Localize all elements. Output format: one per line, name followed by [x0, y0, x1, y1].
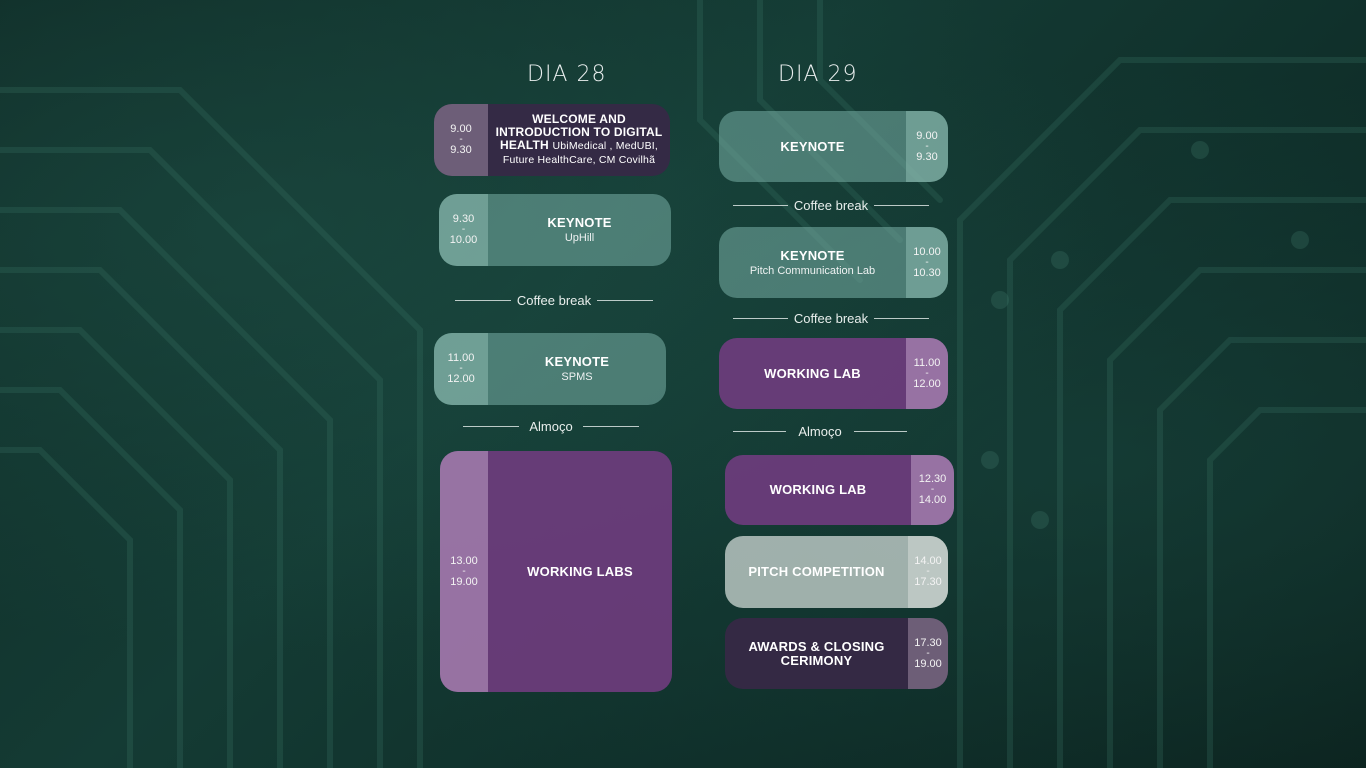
time-end: 12.00 — [447, 373, 475, 385]
divider — [733, 318, 788, 319]
time-end: 19.00 — [914, 657, 942, 670]
session-body: PITCH COMPETITION — [725, 536, 908, 608]
session-title-text: WELCOME AND INTRODUCTION TO DIGITAL HEAL… — [495, 112, 663, 152]
day-28-title: DIA 28 — [527, 62, 607, 87]
session-body: WORKING LABS — [488, 451, 672, 692]
time-start: 9.00 — [450, 123, 472, 135]
break-label: Coffee break — [793, 311, 869, 326]
time-start: 12.30 — [918, 473, 947, 485]
time-separator: - — [462, 565, 466, 577]
session-body: AWARDS & CLOSING CERIMONY — [725, 618, 908, 689]
session-time: 11.00 - 12.00 — [434, 333, 488, 405]
break-label: Coffee break — [793, 198, 869, 213]
session-title: AWARDS & CLOSING CERIMONY — [748, 638, 885, 668]
time-end: 17.30 — [914, 576, 942, 588]
divider — [597, 300, 654, 301]
divider — [733, 431, 787, 432]
session-subtitle: UbiMedical , MedUBI, Future HealthCare, … — [502, 140, 659, 166]
session-time: 9.00 - 9.30 — [434, 104, 488, 176]
session-time: 13.00 - 19.00 — [440, 451, 488, 692]
time-end: 9.30 — [450, 144, 472, 156]
session-working-lab-1[interactable]: WORKING LAB 11.00 - 12.00 — [719, 338, 948, 409]
time-start: 13.00 — [450, 554, 478, 567]
session-title: WORKING LABS — [527, 563, 633, 579]
session-keynote-pitch-lab[interactable]: KEYNOTE Pitch Communication Lab 10.00 - … — [719, 227, 948, 298]
session-title: KEYNOTE — [780, 138, 845, 154]
divider — [733, 205, 788, 206]
time-separator: - — [459, 134, 463, 145]
divider — [874, 205, 930, 206]
break-coffee: Coffee break — [455, 293, 654, 308]
time-separator: - — [930, 484, 935, 495]
time-separator: - — [459, 363, 463, 374]
time-start: 9.30 — [452, 213, 475, 225]
time-end: 10.00 — [449, 234, 478, 246]
session-body: KEYNOTE — [719, 111, 906, 182]
session-time: 12.30 - 14.00 — [911, 455, 954, 525]
time-end: 10.30 — [913, 266, 941, 279]
time-end: 14.00 — [918, 494, 947, 506]
time-start: 11.00 — [447, 352, 475, 364]
session-working-labs[interactable]: 13.00 - 19.00 WORKING LABS — [440, 451, 672, 692]
session-subtitle: UpHill — [564, 232, 595, 244]
session-keynote-uphill[interactable]: 9.30 - 10.00 KEYNOTE UpHill — [439, 194, 671, 266]
time-separator: - — [925, 140, 929, 152]
session-title: KEYNOTE — [547, 215, 612, 230]
session-keynote-spms[interactable]: 11.00 - 12.00 KEYNOTE SPMS — [434, 333, 666, 405]
divider — [463, 426, 520, 427]
session-working-lab-2[interactable]: WORKING LAB 12.30 - 14.00 — [725, 455, 954, 525]
session-body: WORKING LAB — [719, 338, 906, 409]
session-time: 10.00 - 10.30 — [906, 227, 948, 298]
session-subtitle: SPMS — [561, 371, 593, 383]
session-pitch-competition[interactable]: PITCH COMPETITION 14.00 - 17.30 — [725, 536, 948, 608]
session-time: 11.00 - 12.00 — [906, 338, 948, 409]
session-subtitle: Pitch Communication Lab — [749, 264, 876, 277]
divider — [853, 431, 908, 432]
session-title: WORKING LAB — [764, 365, 861, 381]
session-title: WORKING LAB — [769, 482, 867, 497]
day-29-title: DIA 29 — [778, 62, 858, 87]
time-end: 12.00 — [913, 377, 941, 390]
time-start: 11.00 — [913, 356, 941, 369]
break-label: Almoço — [798, 424, 842, 439]
session-awards-closing[interactable]: AWARDS & CLOSING CERIMONY 17.30 - 19.00 — [725, 618, 948, 689]
time-separator: - — [926, 566, 930, 577]
session-time: 9.00 - 9.30 — [906, 111, 948, 182]
time-start: 14.00 — [914, 555, 942, 567]
session-body: KEYNOTE Pitch Communication Lab — [719, 227, 906, 298]
time-separator: - — [926, 647, 930, 659]
break-coffee-1: Coffee break — [733, 198, 930, 213]
session-body: WELCOME AND INTRODUCTION TO DIGITAL HEAL… — [488, 104, 670, 176]
time-separator: - — [925, 256, 929, 268]
time-end: 9.30 — [916, 150, 938, 163]
session-body: KEYNOTE UpHill — [488, 194, 671, 266]
break-coffee-2: Coffee break — [733, 311, 930, 326]
time-separator: - — [461, 224, 466, 235]
session-time: 9.30 - 10.00 — [439, 194, 488, 266]
session-body: KEYNOTE SPMS — [488, 333, 666, 405]
session-time: 14.00 - 17.30 — [908, 536, 948, 608]
divider — [874, 318, 930, 319]
session-body: WORKING LAB — [725, 455, 911, 525]
session-welcome[interactable]: 9.00 - 9.30 WELCOME AND INTRODUCTION TO … — [434, 104, 670, 176]
session-title: KEYNOTE — [780, 247, 845, 263]
break-label: Coffee break — [516, 293, 592, 308]
time-start: 9.00 — [916, 129, 938, 142]
session-title: WELCOME AND INTRODUCTION TO DIGITAL HEAL… — [494, 113, 664, 167]
session-title: KEYNOTE — [544, 354, 610, 369]
divider — [455, 300, 511, 301]
time-start: 10.00 — [913, 245, 941, 258]
session-title: PITCH COMPETITION — [748, 564, 885, 579]
break-label: Almoço — [529, 419, 573, 434]
time-end: 19.00 — [450, 575, 478, 588]
break-lunch: Almoço — [463, 419, 640, 434]
time-separator: - — [925, 367, 929, 379]
session-time: 17.30 - 19.00 — [908, 618, 948, 689]
time-start: 17.30 — [914, 636, 942, 649]
session-keynote-d29-1[interactable]: KEYNOTE 9.00 - 9.30 — [719, 111, 948, 182]
break-lunch-d29: Almoço — [733, 424, 908, 439]
divider — [582, 426, 640, 427]
